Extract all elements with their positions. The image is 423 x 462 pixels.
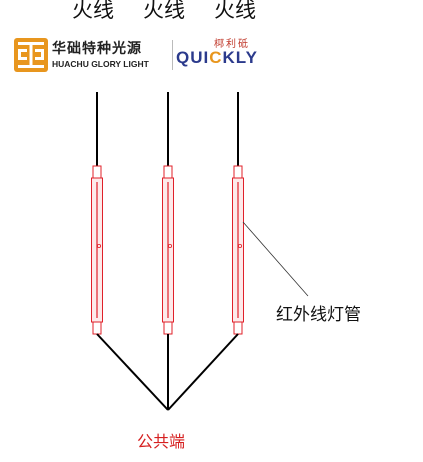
quickly-brand-name-cn: 桏利砥 xyxy=(214,39,250,50)
live-wire-label-3: 火线 xyxy=(214,0,256,22)
quickly-brand-mark: C xyxy=(209,48,223,67)
infrared-tube-2 xyxy=(162,165,174,335)
infrared-tube-3 xyxy=(232,165,244,335)
infrared-tube-1 xyxy=(91,165,103,335)
huachu-brand-name-cn: 华础特种光源 xyxy=(52,41,142,57)
quickly-brand-part-1: QUI xyxy=(176,48,210,67)
live-wire-label-1: 火线 xyxy=(72,0,114,22)
logo-divider xyxy=(172,40,173,70)
infrared-tube-label: 红外线灯管 xyxy=(276,305,361,325)
common-wire-1 xyxy=(96,333,169,411)
huachu-logo-icon xyxy=(14,38,48,72)
live-wire-label-2: 火线 xyxy=(143,0,185,22)
quickly-brand-part-2: KLY xyxy=(222,48,258,67)
quickly-brand-name-en: QUICKLY xyxy=(176,48,258,68)
logo-row: 华础特种光源 HUACHU GLORY LIGHT 桏利砥 QUICKLY xyxy=(14,38,274,78)
huachu-brand-name-en: HUACHU GLORY LIGHT xyxy=(52,59,149,69)
common-terminal-label: 公共端 xyxy=(137,432,186,451)
callout-leader-line xyxy=(242,221,309,297)
common-wire-3 xyxy=(167,333,239,411)
